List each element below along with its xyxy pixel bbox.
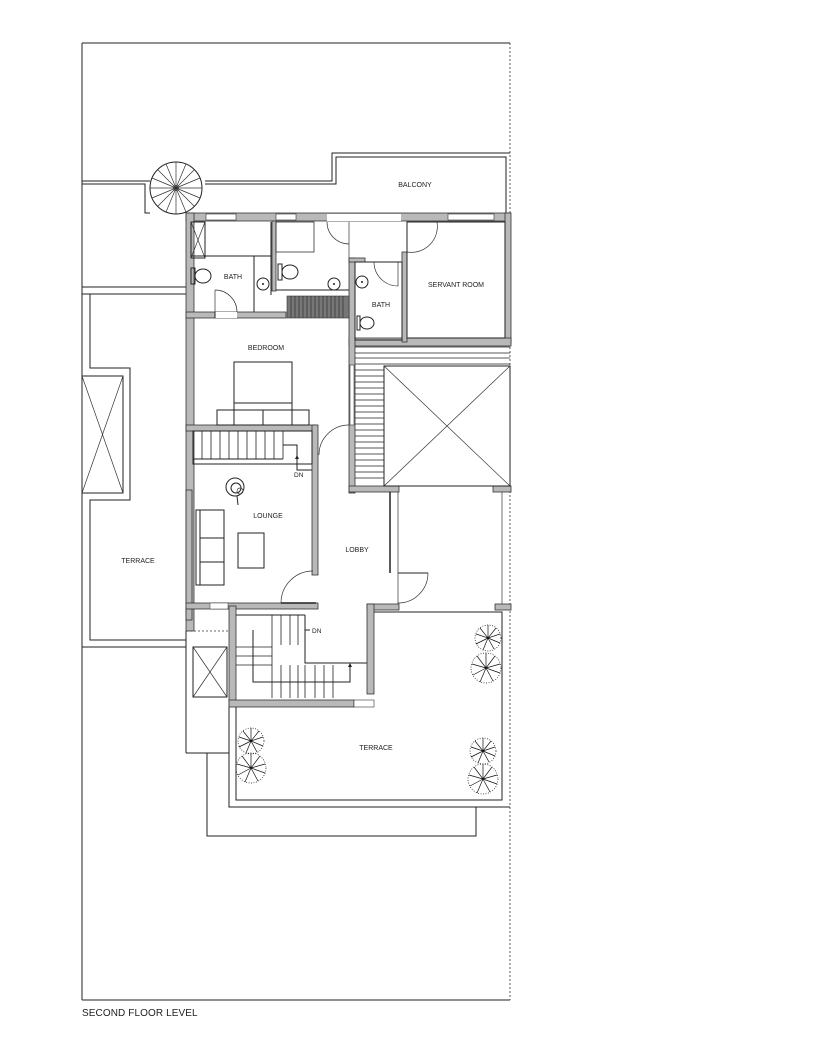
label-terrace-bottom: TERRACE: [359, 745, 393, 752]
lounge-area: [185, 477, 319, 621]
label-bath-2: BATH: [372, 302, 390, 309]
lower-staircase: [228, 605, 375, 708]
servant-room-outline: [406, 221, 506, 339]
tree-icon: [235, 624, 502, 795]
upper-staircase: [192, 430, 313, 471]
label-lobby: LOBBY: [345, 547, 369, 554]
label-upper-stair-dn: DN: [294, 472, 304, 479]
left-shaft: [185, 630, 229, 754]
bath-1-area: [185, 220, 350, 319]
label-servant-room: SERVANT ROOM: [428, 282, 484, 289]
drawing-title: SECOND FLOOR LEVEL: [82, 1008, 198, 1019]
label-bath-1: BATH: [224, 274, 242, 281]
label-terrace-left: TERRACE: [121, 558, 155, 565]
plot-boundary: [81, 42, 511, 1001]
label-lower-stair-dn: DN: [312, 628, 322, 635]
spiral-stair-icon: [149, 161, 203, 215]
armchair-icon: [225, 477, 245, 506]
left-terrace: [81, 286, 186, 648]
balcony-doors: [326, 221, 438, 258]
label-bedroom: BEDROOM: [248, 345, 284, 352]
label-balcony: BALCONY: [398, 182, 432, 189]
bath-2-area: [354, 261, 403, 341]
bedroom-area: [185, 361, 350, 576]
balcony-outline: [82, 152, 510, 215]
label-lounge: LOUNGE: [253, 513, 283, 520]
bottom-terrace: [206, 611, 510, 837]
double-height-void: [355, 346, 511, 487]
